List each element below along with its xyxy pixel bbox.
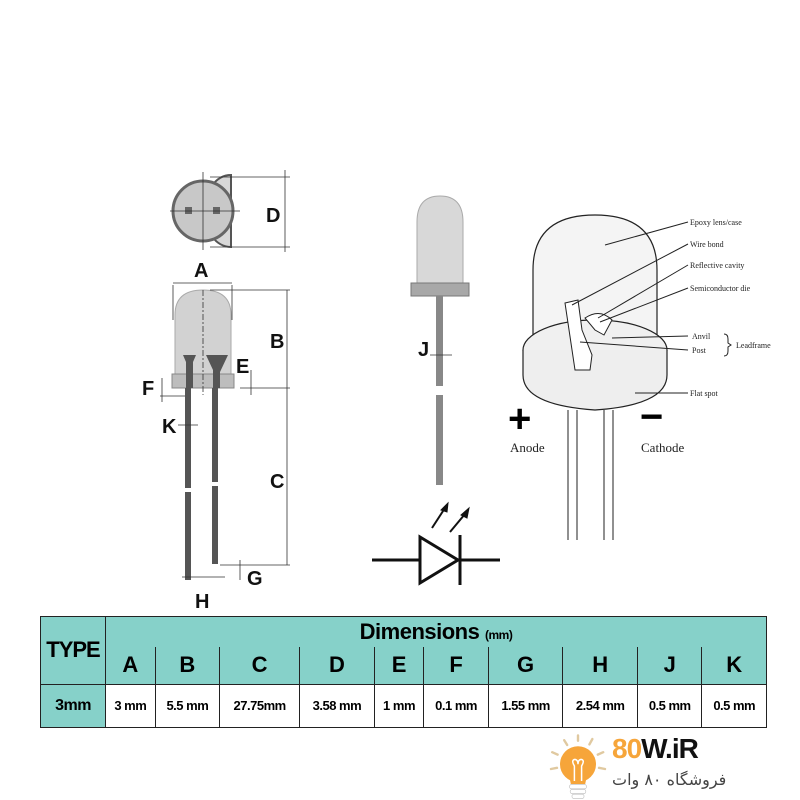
watermark-subtitle: فروشگاه ۸۰ وات — [612, 770, 727, 789]
cutaway-view: Epoxy lens/case Wire bond Reflective cav… — [508, 214, 771, 540]
minus-sign: − — [640, 395, 663, 439]
leadframe-brace — [723, 333, 732, 357]
value-cell: 5.5 mm — [154, 683, 221, 729]
col-j: J — [636, 647, 703, 685]
dim-label-a: A — [194, 260, 208, 282]
dim-label-e: E — [236, 356, 249, 378]
dim-label-f: F — [142, 378, 154, 400]
middle-view: J — [410, 195, 470, 485]
col-d: D — [299, 647, 375, 685]
annotation-wire-bond: Wire bond — [690, 240, 724, 249]
dim-label-k: K — [162, 416, 177, 438]
dimensions-unit: (mm) — [484, 628, 513, 643]
dim-label-g: G — [247, 568, 263, 590]
dimensions-header: Dimensions (mm) — [105, 616, 767, 648]
col-g: G — [487, 647, 564, 685]
value-cell: 1.55 mm — [487, 683, 564, 729]
anode-label: Anode — [510, 440, 545, 455]
watermark-brand: 80W.iR — [612, 733, 699, 765]
annotation-reflective-cavity: Reflective cavity — [690, 261, 744, 270]
column-headers: A B C D E F G H J K — [41, 647, 767, 685]
col-h: H — [562, 647, 638, 685]
col-c: C — [219, 647, 301, 685]
side-view: A B C E F K G H — [142, 260, 290, 613]
dim-label-h: H — [195, 591, 209, 613]
col-k: K — [701, 647, 767, 685]
annotation-anvil: Anvil — [692, 332, 711, 341]
dim-label-b: B — [270, 331, 284, 353]
dimensions-table: TYPE Dimensions (mm) A B C D E F G H J K… — [40, 616, 767, 729]
dim-label-c: C — [270, 471, 284, 493]
value-cell: 0.5 mm — [636, 683, 703, 729]
dim-label-j: J — [418, 339, 429, 361]
annotation-leadframe: Leadframe — [736, 341, 771, 350]
annotation-post: Post — [692, 346, 707, 355]
cathode-label: Cathode — [641, 440, 685, 455]
type-cell: 3mm — [40, 683, 106, 729]
led-diagram: D A B C E F K G H — [142, 170, 771, 613]
value-cell: 2.54 mm — [562, 683, 638, 729]
col-f: F — [423, 647, 489, 685]
value-cell: 3 mm — [105, 683, 156, 729]
plus-sign: + — [508, 397, 531, 441]
col-b: B — [154, 647, 221, 685]
value-cell: 0.1 mm — [423, 683, 489, 729]
dimensions-title: Dimensions — [359, 619, 480, 645]
brand-number: 80 — [612, 733, 642, 764]
annotation-epoxy: Epoxy lens/case — [690, 218, 742, 227]
led-symbol — [372, 501, 500, 586]
col-e: E — [373, 647, 425, 685]
annotation-semiconductor-die: Semiconductor die — [690, 284, 751, 293]
value-cell: 3.58 mm — [299, 683, 375, 729]
brand-name: W.iR — [641, 733, 699, 764]
dim-label-d: D — [266, 205, 280, 227]
table-row: 3mm 3 mm 5.5 mm 27.75mm 3.58 mm 1 mm 0.1… — [40, 683, 767, 729]
annotation-flat-spot: Flat spot — [690, 389, 719, 398]
lightbulb-watermark-icon — [549, 734, 607, 799]
value-cell: 1 mm — [373, 683, 425, 729]
type-header: TYPE — [40, 616, 106, 685]
top-view: D — [170, 170, 290, 252]
value-cell: 0.5 mm — [701, 683, 767, 729]
value-cell: 27.75mm — [219, 683, 301, 729]
col-a: A — [105, 647, 156, 685]
